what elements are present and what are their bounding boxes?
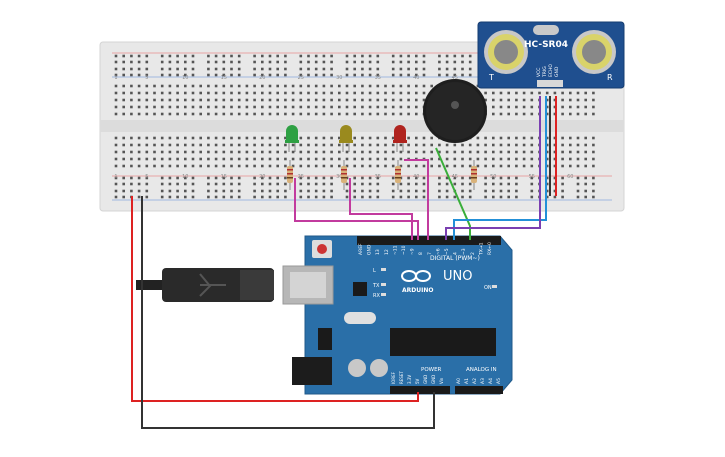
board-led-label: ON [484, 285, 492, 291]
digital-pin-label: ~11 [392, 245, 398, 255]
sensor-model-label: HC-SR04 [524, 40, 568, 50]
digital-pin-label: 12 [384, 249, 390, 255]
column-number: 30 [336, 174, 342, 180]
digital-pin-label: ~6 [435, 248, 441, 255]
column-number: 55 [529, 174, 535, 180]
analog-pin-label: A2 [472, 378, 478, 384]
column-number: 30 [336, 75, 342, 81]
column-number: 5 [145, 75, 148, 81]
digital-pin-label: ~10 [401, 245, 407, 255]
wires[interactable] [131, 96, 557, 429]
analog-pin-label: A1 [464, 378, 470, 384]
digital-pin-label: RX←0 [487, 242, 493, 255]
column-number: 10 [182, 174, 188, 180]
column-number: 20 [259, 75, 265, 81]
column-number: 40 [413, 174, 419, 180]
piezo-buzzer[interactable] [423, 79, 487, 143]
resistors [287, 160, 477, 190]
resistor[interactable] [287, 160, 293, 190]
led-green[interactable] [285, 125, 299, 152]
digital-pin-label: ~3 [461, 248, 467, 255]
arduino-brand: ARDUINO [402, 287, 433, 294]
column-number: 40 [413, 75, 419, 81]
sensor-pin-label: ECHO [548, 64, 554, 77]
column-number: 25 [298, 174, 304, 180]
digital-header-label: DIGITAL (PWM~) [430, 255, 480, 262]
analog-pin-label: A3 [480, 378, 486, 384]
power-pin-label: IOREF [391, 371, 396, 384]
leds [285, 125, 407, 152]
power-pin-label: Vin [439, 377, 444, 384]
power-pin-label: GND [423, 375, 428, 384]
digital-pin-label: ~9 [410, 248, 416, 255]
power-pin-label: GND [431, 375, 436, 384]
board-led-labels: L TX RX ON [372, 268, 497, 299]
sensor-corner-left: T [488, 73, 494, 82]
analog-pin-label: A0 [456, 378, 462, 384]
digital-pin-label: ~5 [444, 248, 450, 255]
analog-header-label: ANALOG IN [466, 367, 497, 373]
digital-pin-label: 8 [418, 252, 424, 255]
column-number: 45 [452, 75, 458, 81]
resistor[interactable] [471, 160, 477, 190]
column-number: 15 [221, 75, 227, 81]
digital-pin-label: 13 [375, 249, 381, 255]
column-number: 15 [221, 174, 227, 180]
column-number: 1 [114, 174, 117, 180]
digital-pin-label: AREF [358, 243, 364, 255]
board-led-label: RX [373, 293, 380, 299]
column-number: 10 [182, 75, 188, 81]
sensor-pin-label: GND [554, 66, 560, 77]
board-led-label: TX [372, 283, 380, 289]
analog-pin-label: A4 [488, 378, 494, 384]
digital-pin-label: 2 [470, 252, 476, 255]
digital-pin-label: TX→1 [478, 242, 484, 256]
power-pin-label: 3.3V [407, 375, 412, 384]
usb-cable[interactable] [136, 268, 274, 302]
led-yellow[interactable] [339, 125, 353, 152]
column-number: 1 [114, 75, 117, 81]
arduino-uno[interactable]: UNO ARDUINO DIGITAL (PWM~) POWER ANALOG … [282, 235, 513, 395]
column-number: 5 [145, 174, 148, 180]
arduino-model: UNO [443, 269, 472, 284]
board-led-label: L [373, 268, 376, 274]
power-header-label: POWER [421, 367, 442, 373]
column-number: 25 [298, 75, 304, 81]
led-red[interactable] [393, 125, 407, 152]
digital-pin-label: GND [367, 244, 373, 255]
column-number: 20 [259, 174, 265, 180]
analog-pin-label: A5 [496, 378, 502, 384]
arduino-infinity-logo [401, 270, 431, 282]
resistor[interactable] [341, 160, 347, 190]
column-number: 45 [452, 174, 458, 180]
column-number: 60 [567, 174, 573, 180]
column-number: 35 [375, 75, 381, 81]
sensor-pin-label: VCC [536, 68, 542, 77]
digital-pin-label: 7 [427, 252, 433, 255]
digital-pin-label: 4 [453, 252, 459, 255]
column-number: 35 [375, 174, 381, 180]
resistor[interactable] [395, 160, 401, 190]
power-pin-label: 5V [415, 378, 420, 384]
sensor-pin-label: TRIG [542, 66, 548, 78]
sensor-corner-right: R [607, 73, 613, 82]
power-pin-label: RESET [399, 371, 404, 384]
column-number: 50 [490, 174, 496, 180]
